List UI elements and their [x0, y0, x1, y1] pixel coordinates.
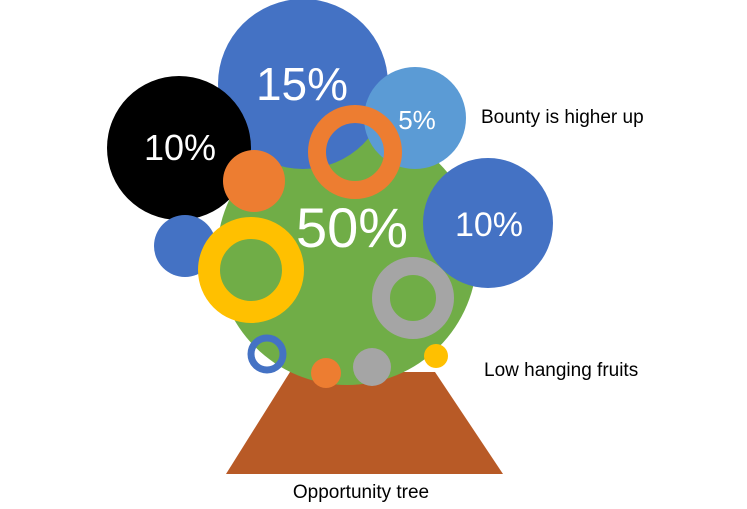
- value-right: 10%: [455, 206, 523, 244]
- bubble-left: [107, 76, 251, 220]
- annotation-low-hanging: Low hanging fruits: [484, 360, 638, 381]
- yellow-fruit: [424, 344, 448, 368]
- orange-fruit: [311, 358, 341, 388]
- orange-dot-left: [223, 150, 285, 212]
- gray-fruit: [353, 348, 391, 386]
- blue-ring-small: [247, 334, 287, 374]
- bubble-right: [423, 158, 553, 288]
- yellow-ring: [198, 217, 304, 323]
- diagram-title: Opportunity tree: [293, 482, 429, 503]
- value-center: 50%: [296, 196, 408, 259]
- bubble-top: [218, 0, 388, 169]
- annotation-bounty: Bounty is higher up: [481, 107, 644, 128]
- tree-trunk: [226, 372, 503, 474]
- value-top: 15%: [256, 58, 348, 110]
- gray-ring: [372, 257, 454, 339]
- value-left: 10%: [144, 127, 216, 168]
- orange-ring: [308, 105, 402, 199]
- value-small: 5%: [398, 105, 436, 135]
